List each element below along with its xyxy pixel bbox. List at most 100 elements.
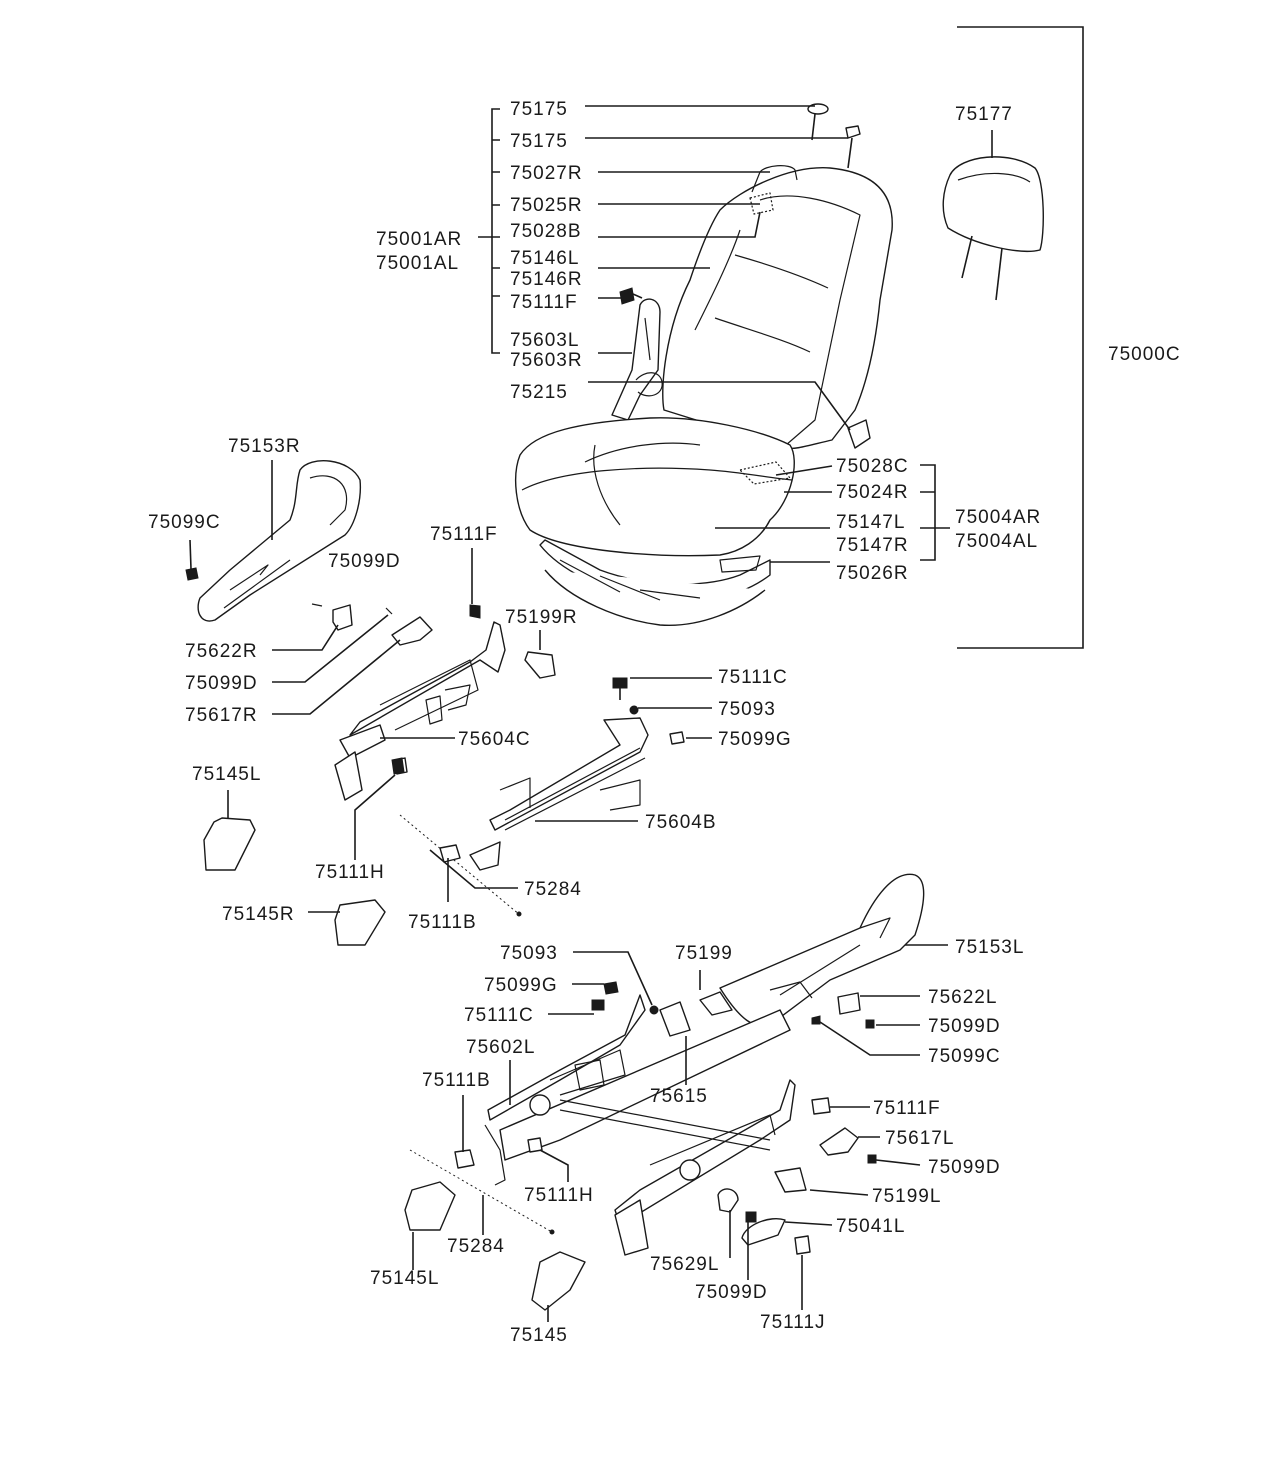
label-75145R: 75145R xyxy=(222,904,295,925)
seat-rail-75602L xyxy=(484,994,796,1256)
label-75615: 75615 xyxy=(650,1086,708,1107)
screw-75099D-d xyxy=(867,1154,877,1164)
label-75025R: 75025R xyxy=(510,195,583,216)
label-75111C-a: 75111C xyxy=(718,667,788,688)
label-75001AR: 75001AR xyxy=(376,229,462,250)
label-75027R: 75027R xyxy=(510,163,583,184)
label-75199R: 75199R xyxy=(505,607,578,628)
bolt-75111C-a xyxy=(612,677,628,689)
cover-75145R xyxy=(334,899,386,946)
cover-75145L-a xyxy=(203,817,256,871)
label-75099C-left: 75099C xyxy=(148,512,221,533)
lever-75617L xyxy=(819,1127,859,1156)
label-75145L-a: 75145L xyxy=(192,764,261,785)
label-75093-b: 75093 xyxy=(500,943,558,964)
label-75603R: 75603R xyxy=(510,350,583,371)
cover-75041L xyxy=(741,1218,786,1246)
cover-75145L-b xyxy=(404,1181,456,1231)
label-75177: 75177 xyxy=(955,104,1013,125)
seat-rail-75604B xyxy=(469,717,649,871)
leader-lines xyxy=(227,105,993,1322)
bolt-75111B-b xyxy=(454,1149,475,1169)
label-75099D-c: 75099D xyxy=(928,1016,1001,1037)
label-75622L: 75622L xyxy=(928,987,997,1008)
lever-75617R xyxy=(391,616,433,646)
label-75629L: 75629L xyxy=(650,1254,719,1275)
seat-back-assembly xyxy=(611,165,893,450)
label-75093-a: 75093 xyxy=(718,699,776,720)
label-75111H-b: 75111H xyxy=(524,1185,594,1206)
label-75284-b: 75284 xyxy=(447,1236,505,1257)
label-75041L: 75041L xyxy=(836,1216,905,1237)
label-75199: 75199 xyxy=(675,943,733,964)
bolt-75111B-a xyxy=(439,844,461,863)
label-75617L: 75617L xyxy=(885,1128,954,1149)
screw-75099G-a xyxy=(669,731,685,745)
label-75099D-e: 75099D xyxy=(695,1282,768,1303)
label-75111C-b: 75111C xyxy=(464,1005,534,1026)
nut-75093-b xyxy=(649,1005,659,1015)
label-75026R: 75026R xyxy=(836,563,909,584)
nut-75093-a xyxy=(629,705,639,715)
label-75111F-mid: 75111F xyxy=(430,524,498,545)
label-75146L: 75146L xyxy=(510,248,579,269)
label-75604B: 75604B xyxy=(645,812,717,833)
label-75001AL: 75001AL xyxy=(376,253,459,274)
label-75146R: 75146R xyxy=(510,269,583,290)
part-75615 xyxy=(659,1001,691,1037)
bolt-75111J xyxy=(794,1235,811,1255)
label-75153L: 75153L xyxy=(955,937,1024,958)
label-75111B-a: 75111B xyxy=(408,912,477,933)
label-75199L: 75199L xyxy=(872,1186,941,1207)
part-75199 xyxy=(699,991,733,1016)
label-75111H-a: 75111H xyxy=(315,862,385,883)
label-75099C-right: 75099C xyxy=(928,1046,1001,1067)
screw-75099C-right xyxy=(811,1015,821,1025)
seat-rail-75604C xyxy=(334,604,506,801)
bracket-75000C xyxy=(957,26,1084,649)
bracket-75004 xyxy=(920,464,950,561)
label-75111F-low: 75111F xyxy=(873,1098,941,1119)
label-75284-a: 75284 xyxy=(524,879,582,900)
clip-75622R xyxy=(332,604,353,631)
screw-75099C-left xyxy=(185,539,199,581)
label-75622R: 75622R xyxy=(185,641,258,662)
label-75111F-top: 75111F xyxy=(510,292,578,313)
bolt-75111H-b xyxy=(527,1137,543,1153)
screw-75099D-c xyxy=(865,1019,875,1029)
label-75099D-d: 75099D xyxy=(928,1157,1001,1178)
label-75111J: 75111J xyxy=(760,1312,826,1333)
label-75604C: 75604C xyxy=(458,729,531,750)
side-trim-75153R xyxy=(197,460,362,622)
bolt-75111C-b xyxy=(591,999,605,1011)
label-75603L: 75603L xyxy=(510,330,579,351)
label-75028B: 75028B xyxy=(510,221,582,242)
part-75199L xyxy=(774,1167,807,1193)
label-75004AL: 75004AL xyxy=(955,531,1038,552)
part-75199R xyxy=(524,651,556,679)
cover-75145 xyxy=(531,1251,586,1311)
side-trim-75153L xyxy=(719,873,925,1027)
label-75028C: 75028C xyxy=(836,456,909,477)
seat-cushion-assembly xyxy=(515,417,795,627)
label-75004AR: 75004AR xyxy=(955,507,1041,528)
label-75175-a: 75175 xyxy=(510,99,568,120)
label-75153R: 75153R xyxy=(228,436,301,457)
part-labels: 75175 75175 75027R 75025R 75028B 75001AR… xyxy=(148,99,1181,1346)
part-75629L xyxy=(717,1188,739,1213)
bracket-75001 xyxy=(478,108,500,354)
label-75145L-b: 75145L xyxy=(370,1268,439,1289)
label-75099G-a: 75099G xyxy=(718,729,792,750)
screw-75099G-b xyxy=(603,981,619,995)
label-75024R: 75024R xyxy=(836,482,909,503)
label-75111B-b: 75111B xyxy=(422,1070,491,1091)
pin-75175-b xyxy=(845,125,861,169)
label-75099D-a: 75099D xyxy=(328,551,401,572)
clip-75622L xyxy=(837,992,861,1015)
label-75147L: 75147L xyxy=(836,512,905,533)
label-75000C: 75000C xyxy=(1108,344,1181,365)
label-75099G-b: 75099G xyxy=(484,975,558,996)
label-75147R: 75147R xyxy=(836,535,909,556)
label-75215: 75215 xyxy=(510,382,568,403)
